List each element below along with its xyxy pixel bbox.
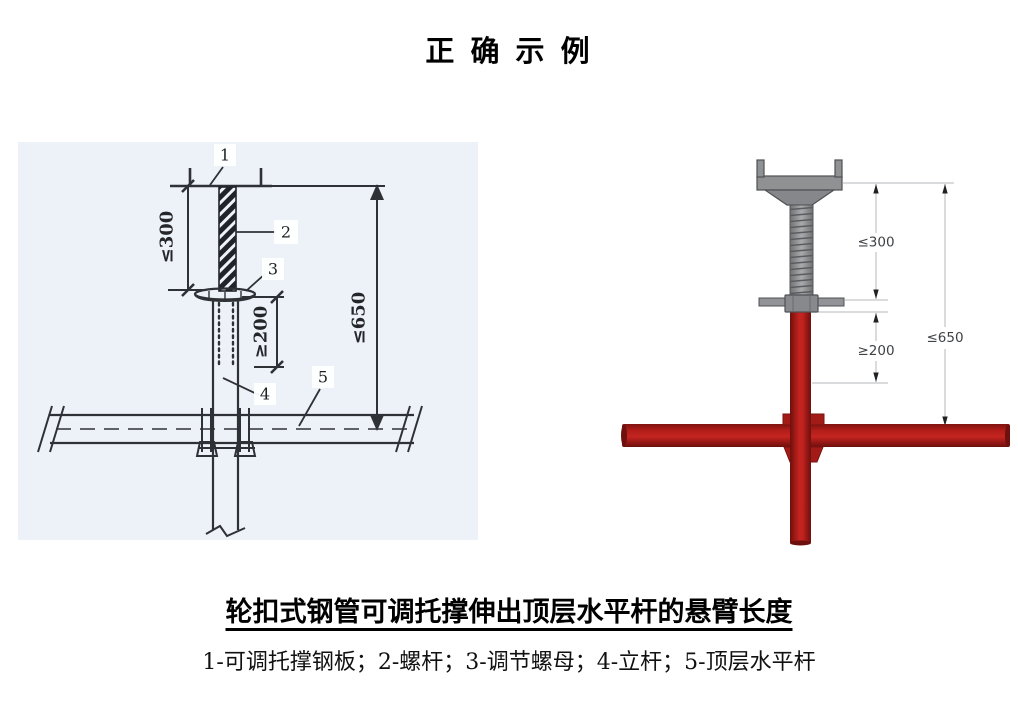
page-title: 正 确 示 例 [425, 34, 593, 68]
callout-5-label: 5 [318, 368, 328, 387]
screw-rod [218, 186, 237, 292]
right-diagram-svg: ≤300 ≥200 ≤650 [621, 159, 1010, 546]
right-3d-diagram: ≤300 ≥200 ≤650 [608, 155, 1010, 547]
callout-2-label: 2 [281, 223, 291, 242]
callout-4-label: 4 [260, 385, 270, 404]
figure-caption: 轮扣式钢管可调托撑伸出顶层水平杆的悬臂长度 [225, 597, 793, 628]
callout-2: 2 [236, 220, 298, 244]
dimension-lines: ≤300 ≥200 ≤650 [812, 182, 964, 426]
callout-5: 5 [298, 366, 334, 427]
dim-200-label-3d: ≥200 [857, 343, 894, 359]
dimension-650: ≤650 [267, 184, 385, 431]
left-diagram-svg: ≤300 ≥200 ≤650 1 2 [37, 144, 423, 538]
joint-connector [195, 408, 257, 457]
horizontal-pipe [621, 424, 1010, 447]
dim-200-label: ≥200 [251, 306, 272, 359]
figure-legend: 1-可调托撑钢板；2-螺杆；3-调节螺母；4-立杆；5-顶层水平杆 [202, 650, 816, 675]
vertical-pipe [790, 311, 811, 546]
dim-300-label: ≤300 [157, 211, 178, 264]
threaded-rod [789, 204, 814, 298]
callout-3: 3 [245, 258, 284, 292]
dimension-200: ≥200 [242, 290, 284, 374]
callout-3-label: 3 [268, 260, 278, 279]
u-head-plate [756, 159, 843, 206]
horizontal-bar [37, 405, 423, 453]
callout-1-label: 1 [220, 146, 230, 165]
dim-650-label: ≤650 [349, 292, 370, 345]
dimension-300: ≤300 [157, 179, 203, 297]
dim-300-label-3d: ≤300 [857, 235, 894, 251]
left-line-diagram: ≤300 ≥200 ≤650 1 2 [18, 142, 478, 540]
adjusting-nut-3d [758, 294, 845, 313]
callout-1: 1 [209, 144, 236, 186]
dim-650-label-3d: ≤650 [926, 330, 963, 346]
callout-4: 4 [222, 377, 276, 405]
